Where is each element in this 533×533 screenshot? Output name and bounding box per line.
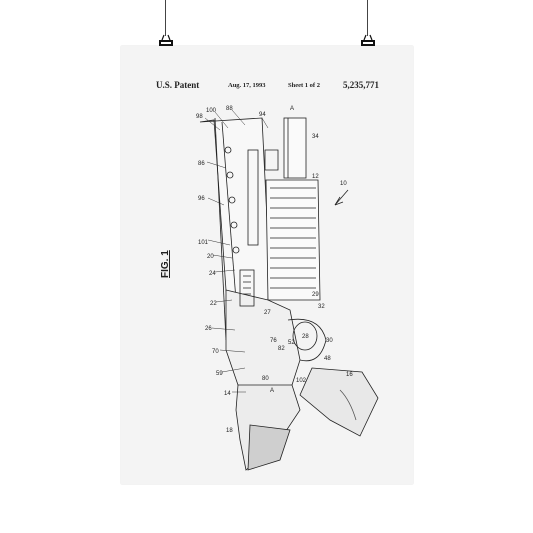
ref-22: 22	[210, 301, 217, 307]
ref-94: 94	[259, 112, 266, 118]
binder-clip-right-icon	[361, 34, 375, 49]
reference-numerals: 98 100 88 94 A 34 86 12 10 96 101 20 24 …	[196, 106, 353, 434]
ref-30: 30	[326, 338, 333, 344]
ref-16: 16	[346, 372, 353, 378]
hanging-wire-right	[367, 0, 368, 36]
ref-27: 27	[264, 310, 271, 316]
ref-18: 18	[226, 428, 233, 434]
ref-20: 20	[207, 254, 214, 260]
ref-10: 10	[340, 181, 347, 187]
ref-12: 12	[312, 174, 319, 180]
ref-28: 28	[302, 334, 309, 340]
ref-a-bottom: A	[270, 388, 274, 394]
patent-number: 5,235,771	[343, 80, 379, 90]
ref-86: 86	[198, 161, 205, 167]
ref-32: 32	[318, 304, 325, 310]
ref-26: 26	[205, 326, 212, 332]
ref-80: 80	[262, 376, 269, 382]
ref-98: 98	[196, 114, 203, 120]
ref-34: 34	[312, 134, 319, 140]
patent-date: Aug. 17, 1993	[228, 82, 266, 89]
patent-office: U.S. Patent	[156, 80, 200, 90]
patent-sheet: Sheet 1 of 2	[288, 82, 320, 89]
hanging-wire-left	[165, 0, 166, 36]
ref-52: 52	[288, 340, 295, 346]
ref-29: 29	[312, 292, 319, 298]
ref-48: 48	[324, 356, 331, 362]
ref-88: 88	[226, 106, 233, 112]
ref-24: 24	[209, 271, 216, 277]
ref-96: 96	[198, 196, 205, 202]
ref-70: 70	[212, 349, 219, 355]
ref-14: 14	[224, 391, 231, 397]
ref-76: 76	[270, 338, 277, 344]
ref-a-top: A	[290, 106, 294, 112]
ref-100: 100	[206, 108, 217, 114]
binder-clip-left-icon	[159, 34, 173, 49]
ref-59: 59	[216, 371, 223, 377]
ref-101: 101	[198, 240, 209, 246]
ref-82: 82	[278, 346, 285, 352]
ref-102: 102	[296, 378, 307, 384]
